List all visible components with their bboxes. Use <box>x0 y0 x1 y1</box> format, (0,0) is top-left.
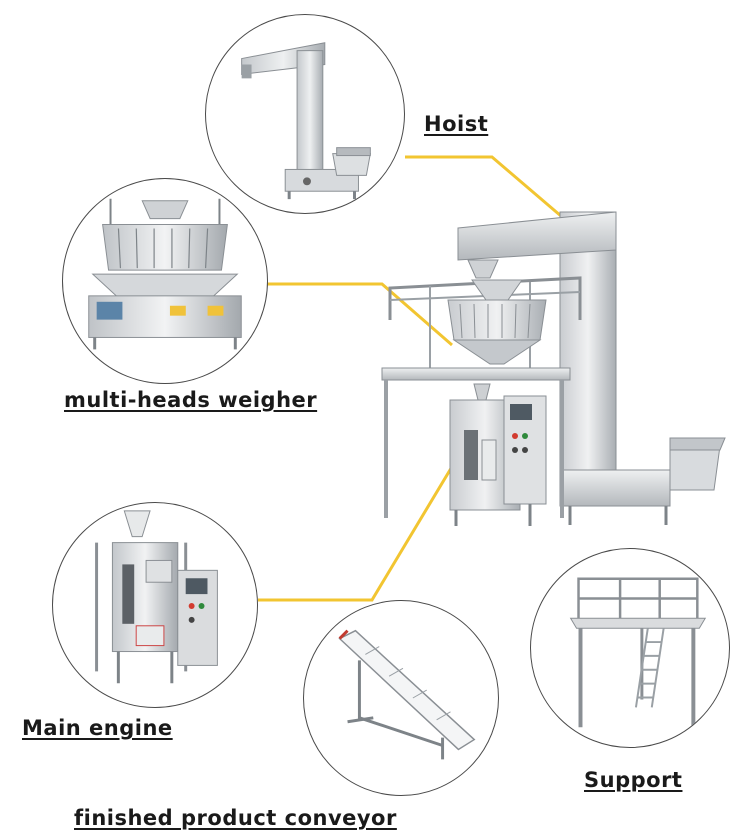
hoist-machine-image <box>241 42 371 200</box>
label-weigher: multi-heads weigher <box>64 388 318 412</box>
connector-main-engine <box>258 439 470 602</box>
main-engine-image <box>95 510 218 684</box>
conveyor-image <box>338 629 476 760</box>
label-support: Support <box>584 768 683 792</box>
connector-weigher <box>266 282 453 347</box>
weigher-machine-image <box>88 198 242 350</box>
support-frame-image <box>569 577 707 728</box>
conveyor-circle <box>303 600 499 796</box>
connector-hoist <box>405 155 569 224</box>
weigher-circle <box>62 178 268 384</box>
support-circle <box>530 548 730 748</box>
label-conveyor: finished product conveyor <box>74 806 397 830</box>
full-packing-machine-image <box>381 211 726 526</box>
label-hoist: Hoist <box>424 112 489 136</box>
main-engine-circle <box>52 502 258 708</box>
label-main-engine: Main engine <box>22 716 173 740</box>
hoist-circle <box>205 14 405 214</box>
